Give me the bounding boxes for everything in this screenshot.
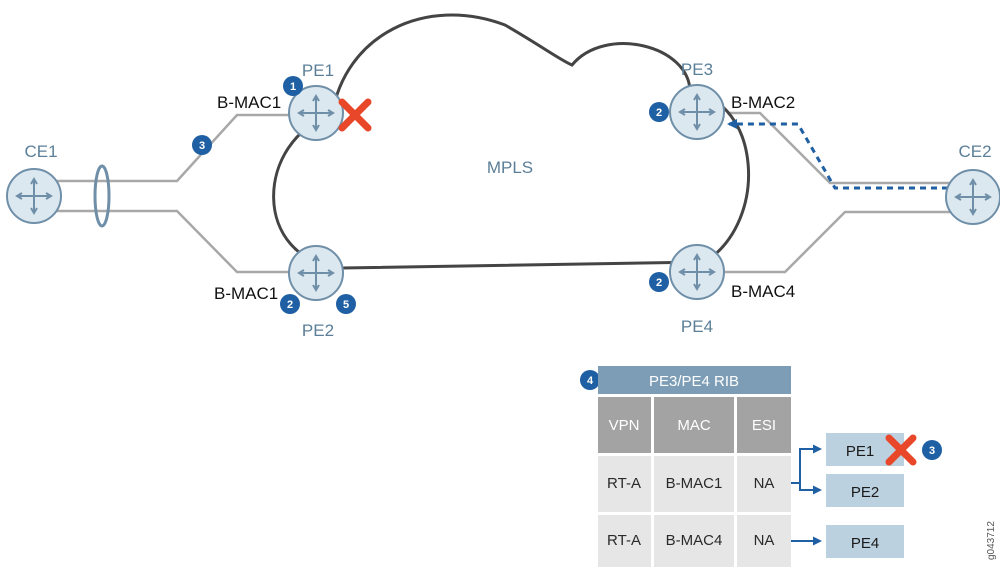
rib-row-bg: [654, 456, 734, 512]
router-ce1: [6, 168, 62, 224]
rib-title-bar: [598, 366, 791, 394]
rib-table: 4 PE3/PE4 RIB VPN MAC ESI RT-A B-MAC1 NA…: [580, 366, 791, 567]
rib-cell: NA: [754, 475, 775, 492]
label-pe3: PE3: [681, 60, 713, 79]
svg-text:4: 4: [587, 375, 594, 387]
step-badge-link: 3: [192, 135, 212, 155]
mac-label-pe2: B-MAC1: [214, 284, 278, 303]
rib-col-esi: ESI: [752, 417, 776, 434]
rib-row-bg: [598, 456, 651, 512]
label-pe4: PE4: [681, 317, 713, 336]
label-ce1: CE1: [24, 142, 57, 161]
step-badge-pe3: 2: [649, 102, 669, 122]
svg-text:2: 2: [656, 107, 662, 119]
svg-text:5: 5: [343, 299, 349, 311]
svg-text:1: 1: [290, 81, 296, 93]
svg-text:2: 2: [287, 299, 293, 311]
rib-cell: B-MAC4: [666, 532, 723, 549]
link-ce1-pe1: [48, 113, 300, 183]
router-pe2: [288, 245, 344, 301]
step-badge-pe1: 1: [283, 76, 303, 96]
rib-col-header-bg: [737, 397, 791, 453]
label-pe2: PE2: [302, 321, 334, 340]
rib-col-header-bg: [654, 397, 734, 453]
svg-text:PE4: PE4: [851, 535, 879, 552]
rib-col-mac: MAC: [677, 417, 711, 434]
mac-label-pe3: B-MAC2: [731, 93, 795, 112]
label-ce2: CE2: [958, 142, 991, 161]
next-hop-pe4: PE4: [826, 525, 904, 558]
router-pe4: [669, 244, 725, 300]
rib-row-bg: [737, 515, 791, 567]
router-pe3: [669, 84, 725, 140]
svg-text:2: 2: [656, 277, 662, 289]
router-pe1: [288, 85, 344, 141]
rib-cell: RT-A: [607, 475, 641, 492]
rib-cell: NA: [754, 532, 775, 549]
rib-cell: B-MAC1: [666, 475, 723, 492]
next-hop-badge: 3: [922, 440, 942, 460]
rib-row-bg: [737, 456, 791, 512]
step-badge-pe4: 2: [649, 272, 669, 292]
rib-cell: RT-A: [607, 532, 641, 549]
rib-col-vpn: VPN: [609, 417, 640, 434]
arrow-to-pe2: [799, 483, 822, 495]
rib-col-header-bg: [598, 397, 651, 453]
svg-text:3: 3: [199, 140, 205, 152]
dashed-path-ce2-pe3: [727, 119, 948, 190]
rib-step-badge: 4: [580, 370, 600, 390]
svg-text:3: 3: [929, 445, 935, 457]
router-ce2: [945, 169, 1000, 225]
mpls-cloud: [272, 13, 751, 270]
arrow-to-pe1: [791, 444, 822, 484]
next-hop-pe2: PE2: [826, 474, 904, 507]
svg-text:PE2: PE2: [851, 484, 879, 501]
mac-label-pe4: B-MAC4: [731, 282, 795, 301]
next-hop-arrows: [791, 444, 822, 546]
step-badge-pe2-right: 5: [336, 294, 356, 314]
figure-id: g043712: [986, 521, 997, 560]
link-pe4-ce2: [718, 210, 960, 274]
label-pe1: PE1: [302, 61, 334, 80]
link-ce1-pe2: [48, 209, 300, 274]
lag-ellipse: [93, 164, 111, 228]
pe1-failure-x-icon: [338, 98, 372, 132]
mpls-label: MPLS: [487, 158, 533, 177]
rib-row-bg: [598, 515, 651, 567]
rib-row-bg: [654, 515, 734, 567]
next-hop-pe1-failure-x-icon: [885, 434, 917, 466]
rib-title: PE3/PE4 RIB: [649, 373, 739, 390]
step-badge-pe2-left: 2: [280, 294, 300, 314]
mac-label-pe1: B-MAC1: [217, 93, 281, 112]
svg-text:PE1: PE1: [846, 443, 874, 460]
link-pe3-ce2: [718, 111, 960, 185]
